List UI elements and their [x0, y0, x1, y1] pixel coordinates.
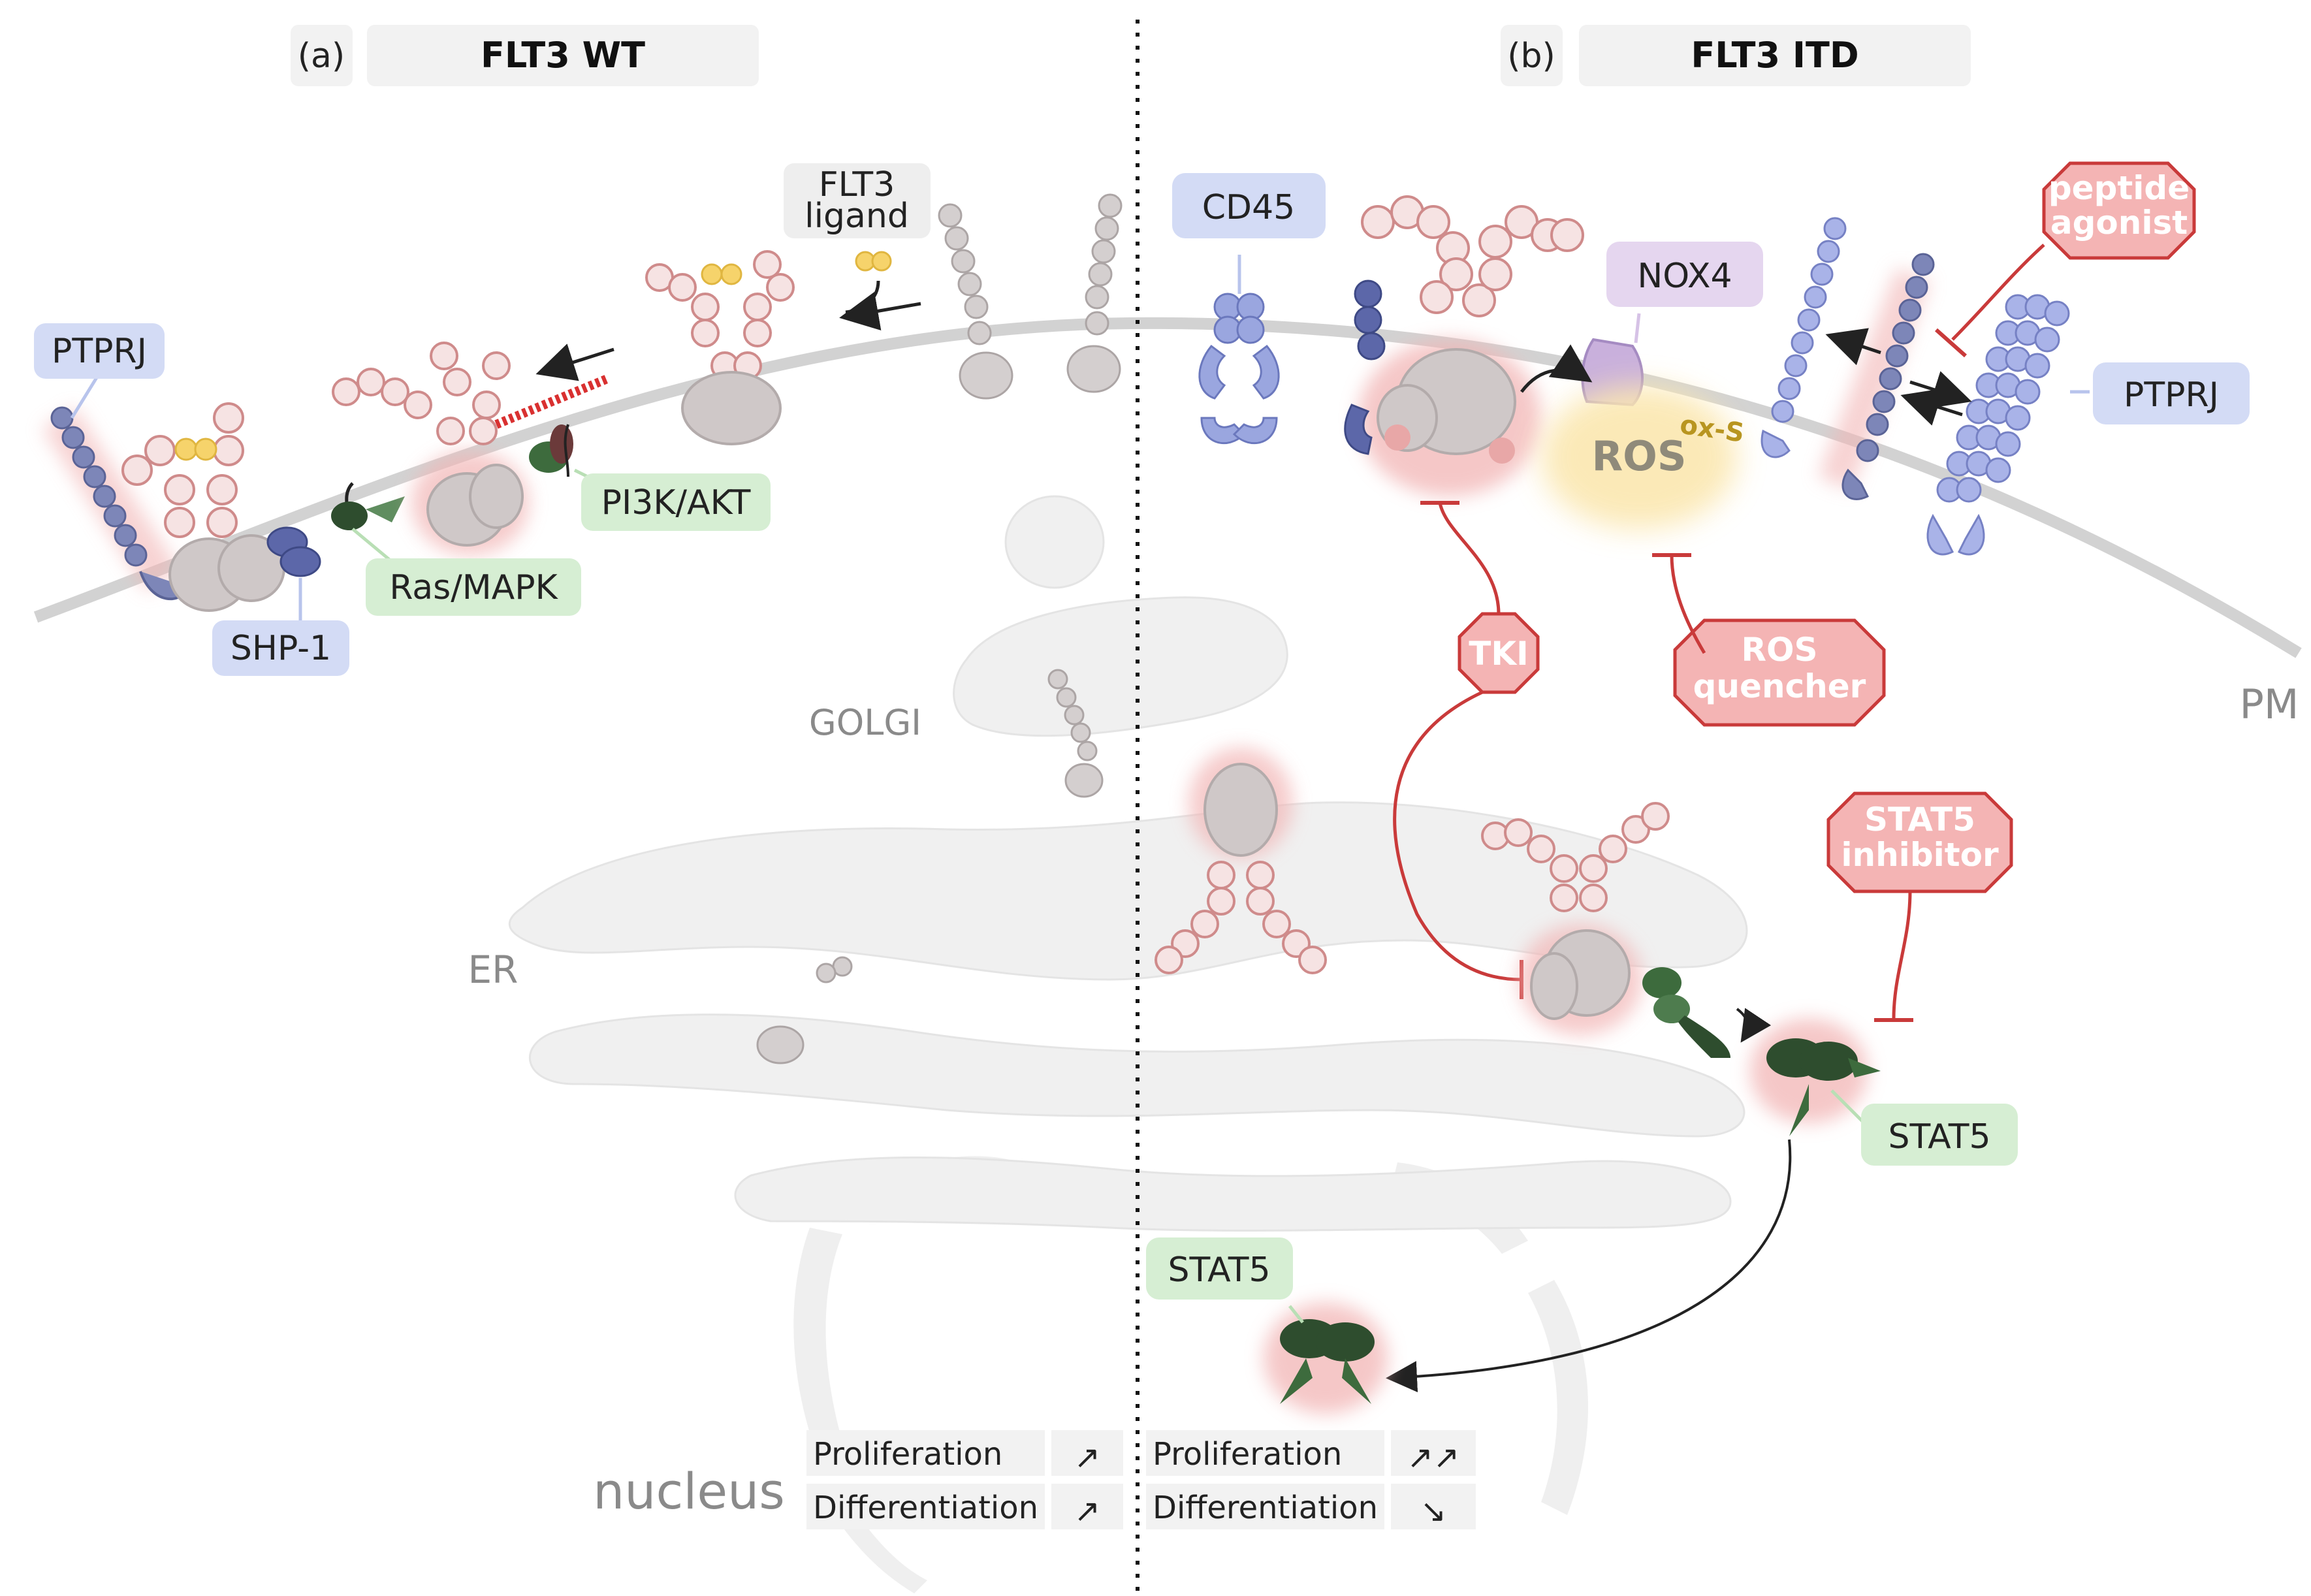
flt3-itd-golgi-dimer: [1481, 802, 1670, 1035]
label-flt3-ligand: FLT3 ligand: [784, 163, 931, 238]
stat5-nuclear-dimer: [1264, 1303, 1388, 1414]
label-shp1-text: SHP-1: [231, 629, 331, 668]
stat5-inhibitor-line1: STAT5: [1864, 801, 1975, 838]
peptide-line1: peptide: [2048, 169, 2190, 207]
panel-a-title: FLT3 WT: [481, 35, 645, 76]
label-nox4: NOX4: [1606, 242, 1763, 343]
outcome-a-differentiation: Differentiation: [813, 1490, 1038, 1526]
label-stat5-nuclear: STAT5: [1146, 1237, 1304, 1324]
label-ptprj-left-text: PTPRJ: [52, 332, 147, 371]
stat5-inhibitor-line2: inhibitor: [1841, 836, 1999, 874]
label-ptprj-left: PTPRJ: [34, 323, 165, 419]
flt3-dimer-ligand-bound: [332, 342, 529, 555]
label-stat5-cyto-text: STAT5: [1888, 1117, 1990, 1157]
pi3k-akt-effector: [550, 424, 573, 477]
flt3-ligand-line1: FLT3: [819, 165, 895, 204]
label-stat5-nuclear-text: STAT5: [1168, 1251, 1270, 1290]
tki-text: TKI: [1469, 635, 1528, 673]
label-cd45: CD45: [1172, 173, 1326, 294]
equilibrium-arrows: [1825, 328, 1972, 426]
panel-b-header: (b) FLT3 ITD: [1501, 25, 1971, 86]
label-ptprj-right: PTPRJ: [2070, 362, 2250, 424]
shp1-protein: [266, 526, 321, 577]
inhibitor-ros-quencher: ROS quencher: [1652, 553, 1886, 727]
inhibitor-tki: TKI: [1393, 501, 1540, 999]
inhibitor-peptide-agonist: peptide agonist: [1935, 161, 2196, 358]
label-nox4-text: NOX4: [1637, 257, 1732, 296]
label-pi3k-akt-text: PI3K/AKT: [601, 483, 751, 522]
stat5-cytoplasmic-monomer: [1642, 967, 1730, 1058]
label-ros-text: ROS: [1591, 432, 1686, 480]
ros-quencher-line2: quencher: [1693, 667, 1866, 705]
label-shp1: SHP-1: [212, 578, 349, 676]
ptprj-oligomer-right: [1926, 294, 2070, 556]
panel-a-header: (a) FLT3 WT: [291, 25, 759, 86]
label-cd45-text: CD45: [1202, 188, 1296, 227]
phospho-arrow: [1736, 1008, 1772, 1043]
nox-arrow: [1520, 344, 1593, 393]
peptide-line2: agonist: [2050, 204, 2188, 242]
ligand-binding-stripe: [494, 374, 609, 429]
ros-quencher-line1: ROS: [1741, 631, 1817, 669]
panel-b-title: FLT3 ITD: [1691, 35, 1858, 76]
flt3-itd-dimer-membrane: [1344, 195, 1584, 496]
flt3-itd-er-dimer: [1155, 748, 1327, 974]
label-er: ER: [468, 948, 518, 992]
endoplasmic-reticulum: [509, 801, 1748, 1232]
golgi-apparatus: [953, 495, 1288, 737]
outcome-b-differentiation-arrow: ↘: [1420, 1493, 1446, 1529]
label-ras-mapk: Ras/MAPK: [351, 528, 581, 616]
label-pi3k-akt: PI3K/AKT: [573, 468, 771, 531]
outcome-a-proliferation: Proliferation: [813, 1436, 1002, 1473]
label-nucleus: nucleus: [593, 1462, 785, 1520]
ptprj-chain-left: [42, 406, 191, 601]
outcome-a-proliferation-arrow: ↗: [1074, 1439, 1100, 1476]
flt3-ligand-line2: ligand: [805, 197, 909, 236]
flt3-dimer-upper: [645, 250, 795, 445]
outcome-table-a: Proliferation ↗ Differentiation ↗: [806, 1430, 1123, 1529]
label-stat5-cyto: STAT5: [1830, 1089, 2018, 1166]
ptprj-chain-right-2: [1818, 253, 1935, 500]
plasma-membrane: [33, 317, 2302, 658]
outcome-a-differentiation-arrow: ↗: [1074, 1493, 1100, 1529]
outcome-b-proliferation: Proliferation: [1153, 1436, 1342, 1473]
flt3-dimer-ptprj-bound: [121, 402, 285, 612]
stat5-phosphorylated-cyto: [1750, 1019, 1881, 1136]
ros-burst: ROS ox-S: [1541, 385, 1746, 529]
inhibitor-stat5: STAT5 inhibitor: [1826, 791, 2013, 1022]
cd45-protein: [1198, 293, 1280, 445]
outcome-table-b: Proliferation ↗↗ Differentiation ↘: [1146, 1430, 1476, 1529]
nuclear-translocation-arrow: [1386, 1139, 1792, 1393]
panel-b-letter: (b): [1507, 37, 1555, 76]
label-pm: PM: [2240, 680, 2299, 728]
ras-mapk-effector: [331, 482, 405, 530]
panel-a-letter: (a): [298, 37, 345, 76]
outcome-b-proliferation-arrow: ↗↗: [1407, 1439, 1459, 1476]
label-golgi: GOLGI: [809, 702, 921, 743]
flt3-ligand-molecule: [855, 251, 892, 272]
label-ras-mapk-text: Ras/MAPK: [389, 568, 558, 607]
outcome-b-differentiation: Differentiation: [1153, 1490, 1378, 1526]
translocation-arrows-a: [535, 280, 921, 381]
ptprj-chain-right-1: [1761, 217, 1847, 458]
flt3-monomers-grey: [756, 193, 1123, 1064]
label-ptprj-right-text: PTPRJ: [2124, 375, 2219, 415]
